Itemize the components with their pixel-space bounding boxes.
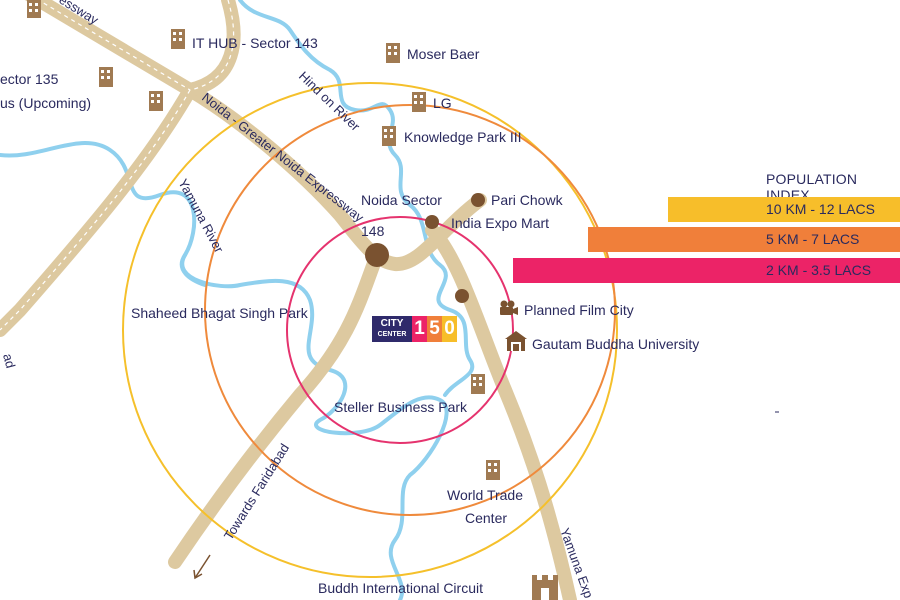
building-icon xyxy=(471,374,485,394)
hindon-river-path xyxy=(238,0,475,397)
yamuna-expressway-road xyxy=(425,223,577,600)
logo-digit-0: 0 xyxy=(442,316,457,342)
label-wtc-2: Center xyxy=(465,510,507,526)
logo-city-block: CITY CENTER xyxy=(372,316,412,342)
building-icon xyxy=(149,91,163,111)
place-labels: IT HUB - Sector 143 ector 135 us (Upcomi… xyxy=(0,35,699,596)
rivers xyxy=(0,0,475,600)
label-wtc-1: World Trade xyxy=(447,487,523,503)
faridabad-arrow-icon xyxy=(193,554,211,580)
label-left-edge: ad xyxy=(0,352,18,370)
logo-digit-1: 1 xyxy=(412,316,427,342)
label-moser-baer: Moser Baer xyxy=(407,46,480,62)
building-icon xyxy=(171,29,185,49)
pari-chowk-dot xyxy=(471,193,485,207)
yamuna-river-path xyxy=(0,141,449,600)
logo-digits: 1 5 0 xyxy=(412,316,457,342)
logo-line1: CITY xyxy=(380,318,404,329)
building-icon xyxy=(386,43,400,63)
sector-148-dot xyxy=(365,243,389,267)
label-india-expo-mart: India Expo Mart xyxy=(451,215,549,231)
label-hindon-river: Hind on River xyxy=(296,68,364,134)
label-it-hub: IT HUB - Sector 143 xyxy=(192,35,318,51)
label-sector-148: 148 xyxy=(361,223,385,239)
label-upcoming: us (Upcoming) xyxy=(0,95,91,111)
label-noida-sector: Noida Sector xyxy=(361,192,442,208)
road-dashes xyxy=(0,0,235,331)
population-band-2km: 2 KM - 3.5 LACS xyxy=(513,258,900,283)
castle-icon xyxy=(532,575,558,600)
building-icon xyxy=(27,0,41,18)
expressway-road xyxy=(25,0,487,271)
ring-2km xyxy=(286,216,514,444)
left-diagonal-dash xyxy=(0,89,191,331)
band-5km-label: 5 KM - 7 LACS xyxy=(766,231,860,247)
india-expo-mart-dot xyxy=(425,215,439,229)
label-yamuna-river: Yamuna River xyxy=(175,176,227,256)
university-icon xyxy=(505,331,527,351)
building-icons xyxy=(27,0,500,480)
label-pari-chowk: Pari Chowk xyxy=(491,192,564,208)
left-diagonal-road xyxy=(0,83,197,337)
label-lg: LG xyxy=(433,95,452,111)
band-10km-label: 10 KM - 12 LACS xyxy=(766,201,875,217)
building-icon xyxy=(412,92,426,112)
expressway-dash xyxy=(37,0,191,91)
label-knowledge-park: Knowledge Park III xyxy=(404,129,522,145)
building-icon xyxy=(382,126,396,146)
label-steller: Steller Business Park xyxy=(334,399,468,415)
ring-5km xyxy=(204,104,616,516)
population-band-5km: 5 KM - 7 LACS xyxy=(588,227,900,252)
logo-digit-5: 5 xyxy=(427,316,442,342)
logo-line2: CENTER xyxy=(377,331,407,338)
yamuna-river-branch xyxy=(179,253,207,287)
film-camera-icon xyxy=(500,300,518,315)
label-gbu: Gautam Buddha University xyxy=(532,336,699,352)
label-sector-135: ector 135 xyxy=(0,71,59,87)
city-center-150-logo: CITY CENTER 1 5 0 xyxy=(372,316,462,342)
film-city-dot xyxy=(455,289,469,303)
population-band-10km: 10 KM - 12 LACS xyxy=(668,197,900,222)
top-curve-dash xyxy=(189,0,235,91)
building-icon xyxy=(486,460,500,480)
poi-dots xyxy=(365,193,485,303)
building-icon xyxy=(99,67,113,87)
label-shaheed-park: Shaheed Bhagat Singh Park xyxy=(131,305,309,321)
ring-10km xyxy=(122,82,618,578)
label-buddh-circuit: Buddh International Circuit xyxy=(318,580,483,596)
label-film-city: Planned Film City xyxy=(524,302,634,318)
band-2km-label: 2 KM - 3.5 LACS xyxy=(766,262,872,278)
